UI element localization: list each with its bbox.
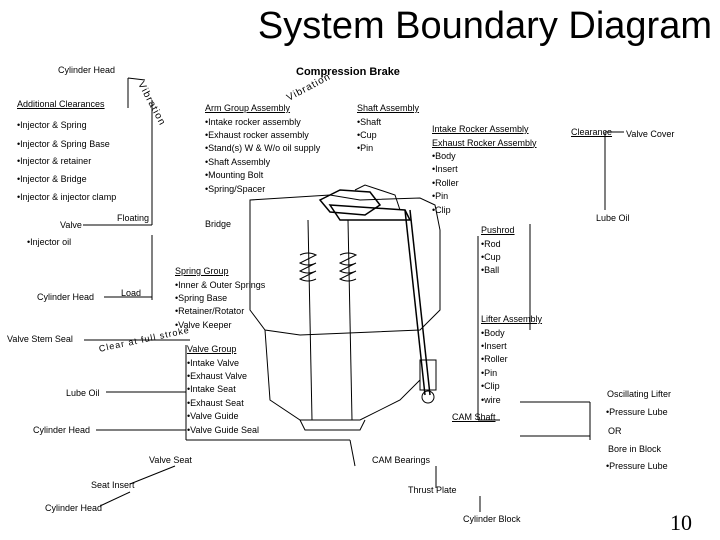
clearance-item: Injector & Bridge xyxy=(17,168,116,190)
spring-group-item: Valve Keeper xyxy=(175,319,265,332)
pressure-lube-2: Pressure Lube xyxy=(606,460,668,473)
rocker-assembly: Intake Rocker Assembly Exhaust Rocker As… xyxy=(432,123,537,217)
label-cylinder-head-mid: Cylinder Head xyxy=(37,292,95,302)
lifter-item: Body xyxy=(481,327,542,340)
clearance-item: Injector & Spring Base xyxy=(17,133,116,155)
arm-group-item: Exhaust rocker assembly xyxy=(205,129,320,142)
lifter-assembly: Lifter Assembly Body Insert Roller Pin C… xyxy=(481,313,542,407)
pressure-lube-item: Pressure Lube xyxy=(606,460,668,473)
spring-group-item: Retainer/Rotator xyxy=(175,305,265,318)
rocker-heading-intake: Intake Rocker Assembly xyxy=(432,124,529,134)
label-load: Load xyxy=(121,288,142,298)
rocker-item: Roller xyxy=(432,177,537,190)
lifter-heading: Lifter Assembly xyxy=(481,314,543,324)
rocker-list: Body Insert Roller Pin Clip xyxy=(432,150,537,217)
shaft-assembly-item: Shaft xyxy=(357,116,419,129)
lifter-item: wire xyxy=(481,394,542,407)
clearance-item: Injector & injector clamp xyxy=(17,186,116,208)
shaft-assembly-heading: Shaft Assembly xyxy=(357,103,420,113)
label-valve-stem-seal: Valve Stem Seal xyxy=(7,334,73,344)
pushrod-list: Rod Cup Ball xyxy=(481,238,515,278)
label-valve: Valve xyxy=(60,220,82,230)
lifter-item: Clip xyxy=(481,380,542,393)
spring-group-list: Inner & Outer Springs Spring Base Retain… xyxy=(175,279,265,333)
arm-group-item: Stand(s) W & W/o oil supply xyxy=(205,142,320,155)
lifter-item: Insert xyxy=(481,340,542,353)
lifter-item: Pin xyxy=(481,367,542,380)
label-or: OR xyxy=(608,426,622,436)
valve-group-item: Valve Guide xyxy=(187,410,259,423)
label-lube-oil-left: Lube Oil xyxy=(66,388,100,398)
valve-group-heading: Valve Group xyxy=(187,344,237,354)
label-lube-oil-right: Lube Oil xyxy=(596,213,630,223)
valve-group-item: Intake Seat xyxy=(187,383,259,396)
pushrod-item: Ball xyxy=(481,264,515,277)
shaft-assembly: Shaft Assembly Shaft Cup Pin xyxy=(357,102,419,156)
injector-oil-item: Injector oil xyxy=(27,236,71,249)
clearances-list: Injector & Spring Injector & Spring Base… xyxy=(17,114,116,208)
boundary-lines xyxy=(83,77,624,512)
pushrod-assembly: Pushrod Rod Cup Ball xyxy=(481,224,515,278)
rocker-heading-exhaust: Exhaust Rocker Assembly xyxy=(432,137,537,148)
valve-group: Valve Group Intake Valve Exhaust Valve I… xyxy=(187,343,259,437)
label-cam-shaft: CAM Shaft xyxy=(452,412,496,422)
shaft-assembly-item: Cup xyxy=(357,129,419,142)
pushrod-heading: Pushrod xyxy=(481,225,515,235)
label-cylinder-head-low: Cylinder Head xyxy=(33,425,91,435)
valve-group-item: Exhaust Seat xyxy=(187,397,259,410)
rocker-item: Body xyxy=(432,150,537,163)
spring-group-heading: Spring Group xyxy=(175,266,229,276)
arm-group-item: Intake rocker assembly xyxy=(205,116,320,129)
label-cylinder-head-top: Cylinder Head xyxy=(58,65,116,75)
label-compression-brake: Compression Brake xyxy=(296,66,400,78)
shaft-assembly-list: Shaft Cup Pin xyxy=(357,116,419,156)
page-title: System Boundary Diagram xyxy=(257,5,712,47)
label-bore-in-block: Bore in Block xyxy=(608,444,662,454)
injector-oil-label: Injector oil xyxy=(27,236,71,249)
label-cam-bearings: CAM Bearings xyxy=(372,455,431,465)
clearance-item: Injector & Spring xyxy=(17,114,116,136)
pressure-lube-1: Pressure Lube xyxy=(606,406,668,419)
valve-group-item: Intake Valve xyxy=(187,357,259,370)
valve-group-list: Intake Valve Exhaust Valve Intake Seat E… xyxy=(187,357,259,437)
shaft-assembly-item: Pin xyxy=(357,142,419,155)
label-valve-cover: Valve Cover xyxy=(626,129,675,139)
pushrod-item: Cup xyxy=(481,251,515,264)
page-number: 10 xyxy=(670,510,692,535)
spring-group-item: Spring Base xyxy=(175,292,265,305)
label-seat-insert: Seat Insert xyxy=(91,480,135,490)
clearance-item: Injector & retainer xyxy=(17,150,116,172)
pressure-lube-item: Pressure Lube xyxy=(606,406,668,419)
spring-group-item: Inner & Outer Springs xyxy=(175,279,265,292)
arm-group-heading: Arm Group Assembly xyxy=(205,103,291,113)
arm-group-item: Mounting Bolt xyxy=(205,169,320,182)
rocker-item: Insert xyxy=(432,163,537,176)
label-cylinder-head-bottom: Cylinder Head xyxy=(45,503,103,513)
label-clearance: Clearance xyxy=(571,127,613,137)
valve-group-item: Valve Guide Seal xyxy=(187,424,259,437)
arm-group-item: Shaft Assembly xyxy=(205,156,320,169)
lifter-item: Roller xyxy=(481,353,542,366)
lifter-list: Body Insert Roller Pin Clip wire xyxy=(481,327,542,407)
engine-illustration xyxy=(249,184,441,431)
arm-group-item: Spring/Spacer xyxy=(205,183,320,196)
arm-group-list: Intake rocker assembly Exhaust rocker as… xyxy=(205,116,320,196)
label-valve-seat: Valve Seat xyxy=(149,455,192,465)
valve-group-item: Exhaust Valve xyxy=(187,370,259,383)
arm-group-assembly: Arm Group Assembly Intake rocker assembl… xyxy=(205,102,320,196)
spring-group: Spring Group Inner & Outer Springs Sprin… xyxy=(175,265,265,332)
label-floating: Floating xyxy=(117,213,150,223)
label-cylinder-block: Cylinder Block xyxy=(463,514,521,524)
rocker-item: Pin xyxy=(432,190,537,203)
label-additional-clearances: Additional Clearances xyxy=(17,99,105,109)
label-bridge: Bridge xyxy=(205,219,232,229)
rocker-item: Clip xyxy=(432,204,537,217)
label-oscillating-lifter: Oscillating Lifter xyxy=(607,389,672,399)
pushrod-item: Rod xyxy=(481,238,515,251)
label-thrust-plate: Thrust Plate xyxy=(408,485,457,495)
